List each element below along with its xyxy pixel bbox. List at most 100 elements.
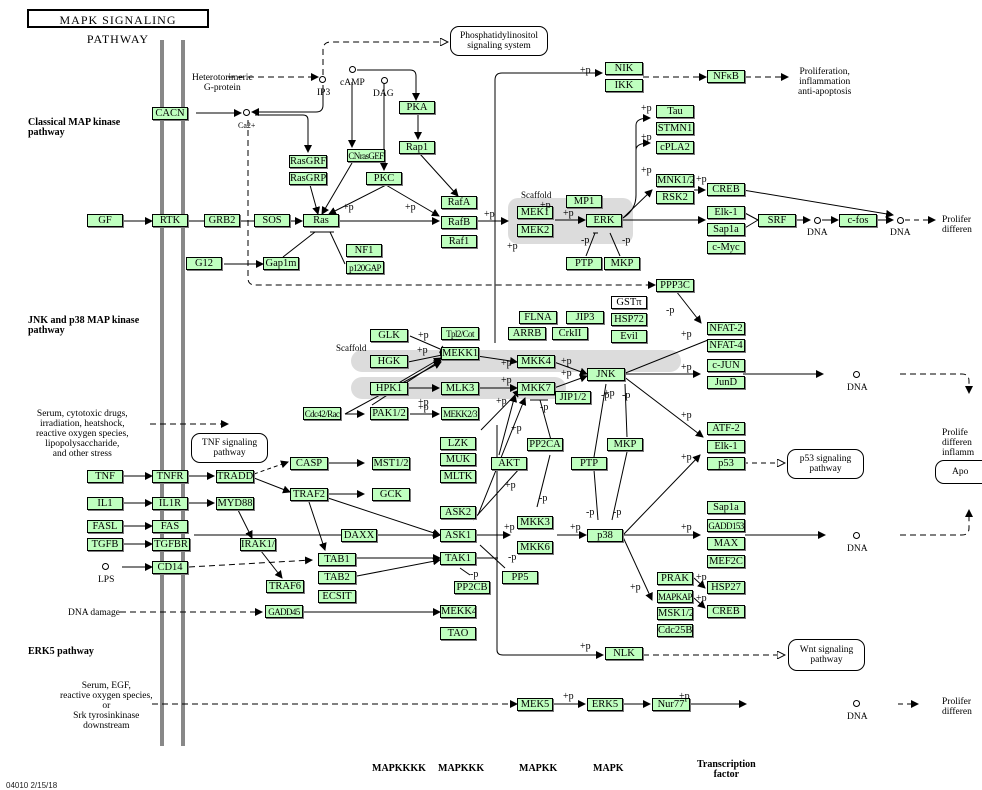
gene-node-mek5[interactable]: MEK5 [517,698,553,711]
map-phosphatidylinositol[interactable]: Phosphatidylinositol signaling system [450,26,548,56]
compound-lps-circle[interactable] [102,563,109,570]
compound-dna-circle-1[interactable] [814,217,821,224]
gene-node-cmyc[interactable]: c-Myc [707,241,745,254]
gene-node-mltk[interactable]: MLTK [440,470,476,483]
gene-node-cfos[interactable]: c-fos [839,214,877,227]
compound-camp-circle[interactable] [349,66,356,73]
map-wnt[interactable]: Wnt signaling pathway [788,639,865,671]
gene-node-pp5[interactable]: PP5 [502,571,538,584]
gene-node-mkk7[interactable]: MKK7 [517,382,555,395]
gene-node-ptp1[interactable]: PTP [566,257,602,270]
gene-node-tnfr[interactable]: TNFR [152,470,188,483]
gene-node-sap1a1[interactable]: Sap1a [707,223,745,236]
gene-node-casp[interactable]: CASP [290,457,328,470]
gene-node-prak[interactable]: PRAK [657,572,693,585]
gene-node-mst12[interactable]: MST1/2 [372,457,410,470]
gene-node-ask2[interactable]: ASK2 [440,506,476,519]
gene-node-cpla2[interactable]: cPLA2 [656,141,694,154]
gene-node-ptp2[interactable]: PTP [571,457,607,470]
gene-node-grb2[interactable]: GRB2 [204,214,240,227]
gene-node-traf2[interactable]: TRAF2 [290,488,328,501]
gene-node-elk1a[interactable]: Elk-1 [707,206,745,219]
gene-node-mkk4[interactable]: MKK4 [517,355,555,368]
compound-ca-circle[interactable] [243,109,250,116]
gene-node-mkk3[interactable]: MKK3 [517,516,553,529]
gene-node-fas[interactable]: FAS [152,520,188,533]
gene-node-p38[interactable]: p38 [587,529,623,542]
gene-node-lzk[interactable]: LZK [440,437,476,450]
gene-node-cacn[interactable]: CACN [152,107,188,120]
gene-node-hsp72[interactable]: HSP72 [611,313,647,326]
gene-node-hpk1[interactable]: HPK1 [370,382,408,395]
gene-node-rap1[interactable]: Rap1 [399,141,435,154]
gene-node-mek2[interactable]: MEK2 [517,224,553,237]
gene-node-stmn1[interactable]: STMN1 [656,122,694,135]
gene-node-rafb[interactable]: RafB [441,216,477,229]
gene-node-jip3[interactable]: JIP3 [566,311,604,324]
gene-node-mlk3[interactable]: MLK3 [441,382,479,395]
gene-node-ask1[interactable]: ASK1 [440,529,476,542]
gene-node-rasgrf[interactable]: RasGRF [289,155,327,168]
gene-node-arrb[interactable]: ARRB [508,327,546,340]
gene-node-nfat2[interactable]: NFAT-2 [707,322,745,335]
gene-node-erk[interactable]: ERK [586,214,622,227]
gene-node-mkp2[interactable]: MKP [607,438,643,451]
gene-node-p53[interactable]: p53 [707,457,745,470]
gene-node-cdc42rac[interactable]: Cdc42/Rac [303,407,341,420]
gene-node-mp1[interactable]: MP1 [566,195,602,208]
gene-node-sos[interactable]: SOS [254,214,290,227]
gene-node-pkc[interactable]: PKC [366,172,402,185]
gene-node-tnf[interactable]: TNF [87,470,123,483]
gene-node-gadd153[interactable]: GADD153 [707,519,745,532]
gene-node-mekk1[interactable]: MEKK1 [441,347,479,360]
gene-node-glk[interactable]: GLK [370,329,408,342]
gene-node-mef2c[interactable]: MEF2C [707,555,745,568]
gene-node-rasgrp[interactable]: RasGRP [289,172,327,185]
gene-node-srf[interactable]: SRF [758,214,796,227]
gene-node-tao[interactable]: TAO [440,627,476,640]
gene-node-rafa[interactable]: RafA [441,196,477,209]
compound-dna-circle-2[interactable] [897,217,904,224]
gene-node-il1r[interactable]: IL1R [152,497,188,510]
map-tnf[interactable]: TNF signaling pathway [191,433,268,463]
gene-node-tradd[interactable]: TRADD [216,470,254,483]
gene-node-hsp27[interactable]: HSP27 [707,581,745,594]
gene-node-fasl[interactable]: FASL [87,520,123,533]
gene-node-jip12[interactable]: JIP1/2 [555,391,591,404]
gene-node-max[interactable]: MAX [707,537,745,550]
gene-node-pka[interactable]: PKA [399,101,435,114]
gene-node-msk12[interactable]: MSK1/2 [657,607,693,620]
gene-node-mekk4[interactable]: MEKK4 [440,605,476,618]
gene-node-mkp1[interactable]: MKP [604,257,640,270]
gene-node-nlk[interactable]: NLK [605,647,643,660]
gene-node-tab2[interactable]: TAB2 [318,571,356,584]
gene-node-nf1[interactable]: NF1 [346,244,382,257]
gene-node-cd14[interactable]: CD14 [152,561,188,574]
outcome-apoptosis[interactable]: Apo [935,460,982,484]
gene-node-muk[interactable]: MUK [440,453,476,466]
gene-node-irak14[interactable]: IRAK1/4 [240,538,276,551]
gene-node-tak1[interactable]: TAK1 [440,552,476,565]
gene-node-ras[interactable]: Ras [303,214,339,227]
gene-node-erk5[interactable]: ERK5 [587,698,623,711]
gene-node-pak12[interactable]: PAK1/2 [370,407,408,420]
gene-node-daxx[interactable]: DAXX [341,529,377,542]
gene-node-mkk6[interactable]: MKK6 [517,541,553,554]
gene-node-tpl2cot[interactable]: Tpl2/Cot [441,327,479,340]
gene-node-flna[interactable]: FLNA [519,311,557,324]
gene-node-mekk23[interactable]: MEKK2/3 [441,407,479,420]
gene-node-g12[interactable]: G12 [186,257,222,270]
gene-node-evil[interactable]: Evil [611,330,647,343]
gene-node-raf1[interactable]: Raf1 [441,235,477,248]
gene-node-gf[interactable]: GF [87,214,123,227]
gene-node-crkii[interactable]: CrkII [552,327,588,340]
compound-dna-circle-3[interactable] [853,371,860,378]
gene-node-ecsit[interactable]: ECSIT [318,590,356,603]
gene-node-mnk12[interactable]: MNK1/2 [656,174,694,187]
gene-node-gap1m[interactable]: Gap1m [263,257,299,270]
gene-node-traf6[interactable]: TRAF6 [266,580,304,593]
gene-node-mek1[interactable]: MEK1 [517,206,553,219]
compound-dna-circle-4[interactable] [853,532,860,539]
gene-node-gadd45[interactable]: GADD45 [265,605,303,618]
gene-node-creb2[interactable]: CREB [707,605,745,618]
